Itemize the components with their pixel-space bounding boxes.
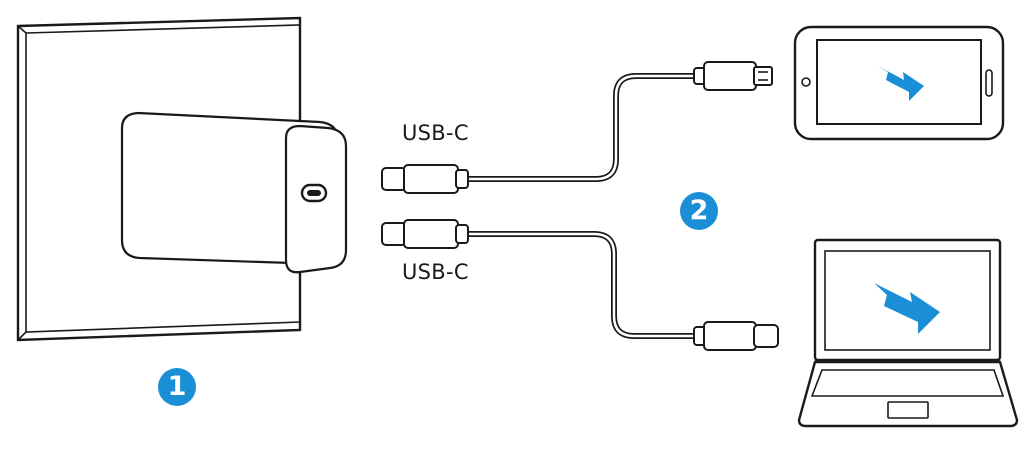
wall-charger-icon <box>120 111 348 274</box>
step-badge-1: 1 <box>158 368 196 406</box>
charging-bolt-icon <box>874 283 940 334</box>
charging-bolt-icon <box>878 66 924 101</box>
usb-c-plug-icon <box>693 321 779 351</box>
usb-c-plug-icon <box>381 164 469 194</box>
cable-label-top: USB-C <box>402 121 469 145</box>
laptop-icon <box>797 238 1019 428</box>
step-badge-2: 2 <box>680 192 718 230</box>
bottom-cable <box>381 219 779 351</box>
top-cable <box>381 61 773 194</box>
usb-c-plug-icon <box>381 219 469 249</box>
cable-label-bottom: USB-C <box>402 260 469 284</box>
lightning-plug-icon <box>693 61 773 91</box>
phone-icon <box>793 25 1005 141</box>
